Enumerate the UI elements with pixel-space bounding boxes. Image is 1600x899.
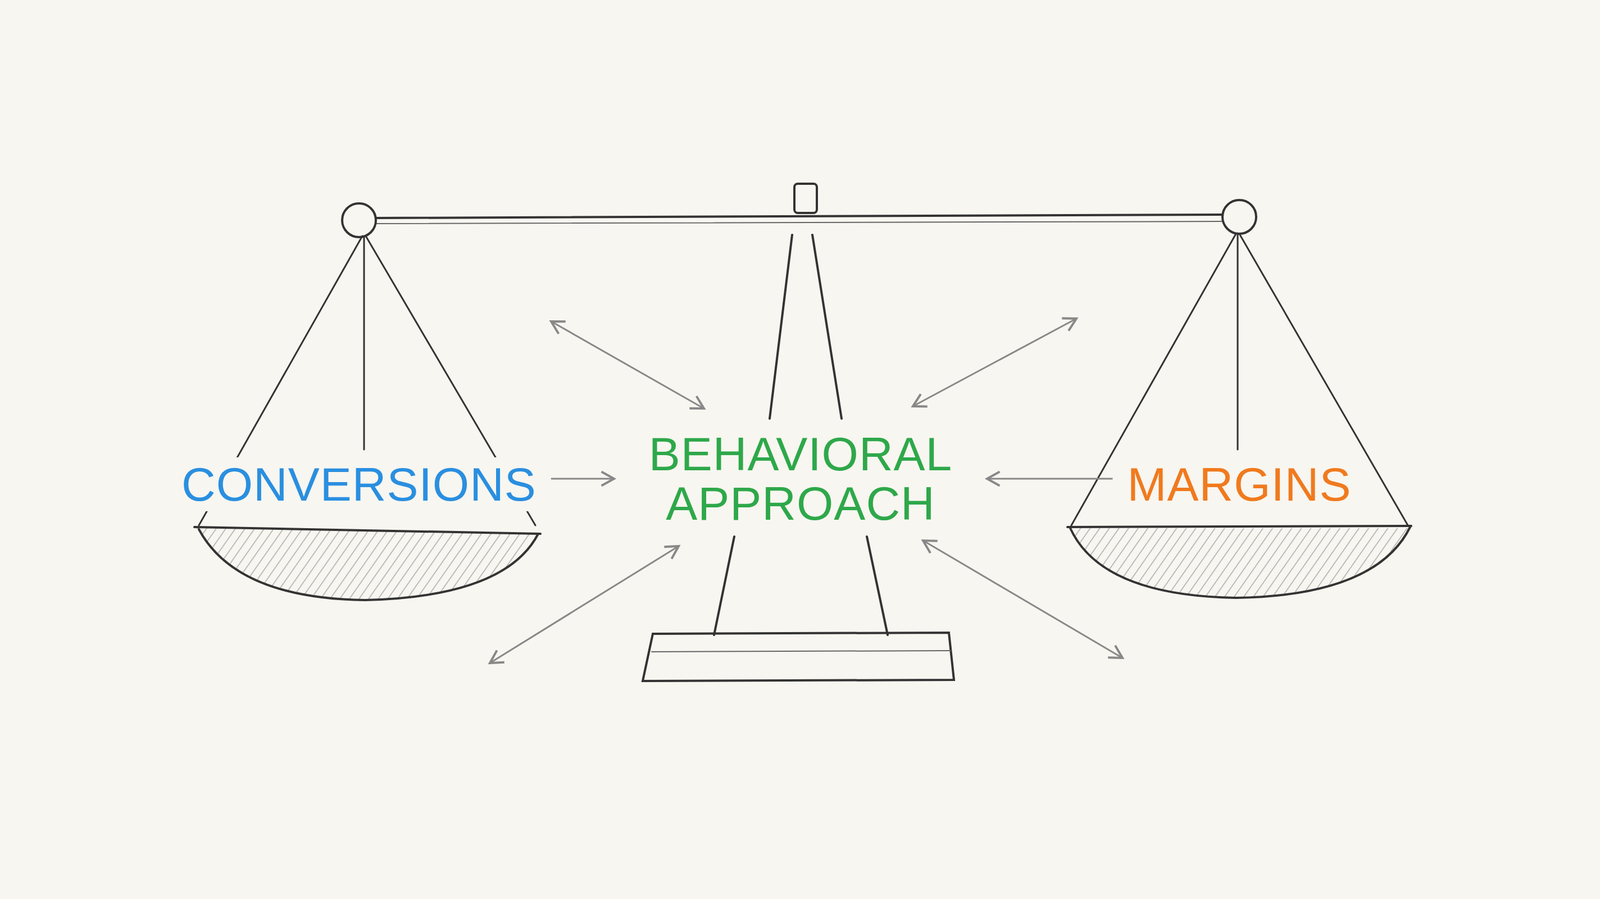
arrow-connector xyxy=(551,478,615,480)
scale-label: BEHAVIORAL APPROACH xyxy=(626,429,975,529)
scale-label: CONVERSIONS xyxy=(181,459,537,509)
pan-label: BEHAVIORAL APPROACH xyxy=(619,426,982,531)
arrow-connector xyxy=(987,478,1113,480)
pan-label: CONVERSIONS xyxy=(174,457,544,512)
scale-label: MARGINS xyxy=(1126,459,1352,509)
pan-label: MARGINS xyxy=(1120,457,1358,512)
